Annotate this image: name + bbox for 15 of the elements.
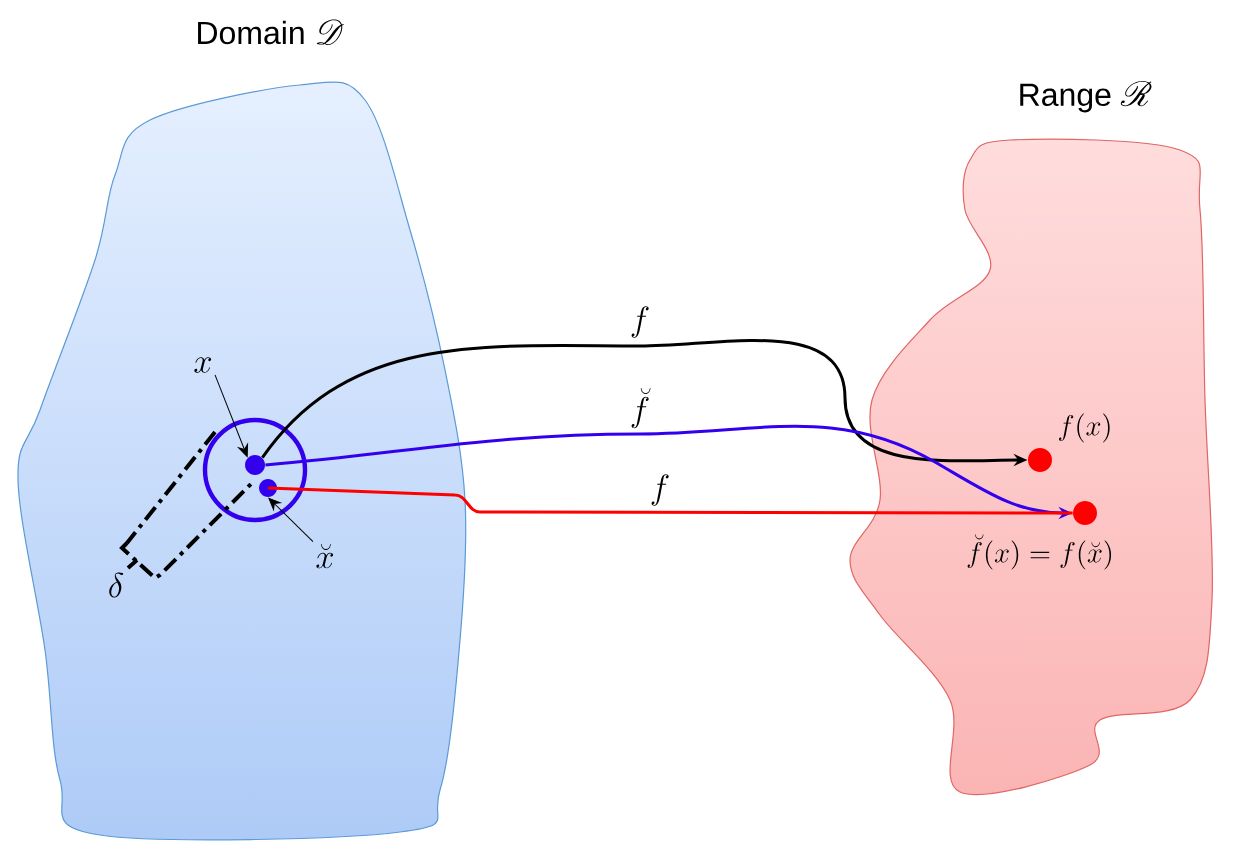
region-heading: $\text{Range }\mathscr{R}$ (1020, 81, 1152, 113)
region-heading: $\text{Domain }\mathscr{D}$ (198, 19, 344, 45)
edge-label: $\breve{f}$ (631, 388, 651, 429)
dimension-label: $\delta$ (109, 572, 124, 598)
point-dot (259, 479, 277, 497)
point-label: $\breve{f}(x)=f(\breve{x})$ (967, 534, 1112, 570)
leader-arrow (214, 374, 249, 457)
variable-label: $x$ (194, 357, 212, 373)
variable-label: $\breve{x}$ (316, 544, 334, 569)
leader-arrow (268, 497, 314, 543)
neighborhood-circle (202, 417, 308, 523)
edge-label: $f$ (651, 474, 669, 506)
edge-label: $f$ (631, 306, 649, 338)
point-dot (245, 455, 265, 475)
point-label: $f(x)$ (1059, 413, 1110, 443)
